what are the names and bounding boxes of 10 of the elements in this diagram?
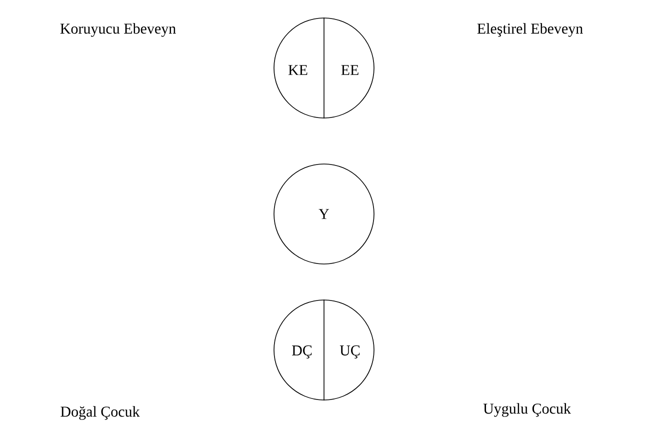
ego-state-label: UÇ	[340, 345, 360, 359]
split-circle	[274, 17, 374, 119]
split-circle	[274, 299, 374, 401]
ego-state-name: Eleştirel Ebeveyn	[477, 23, 583, 37]
ego-state-label: KE	[288, 65, 308, 75]
ego-state-label: DÇ	[292, 345, 312, 359]
ego-state-name: Koruyucu Ebeveyn	[60, 23, 176, 37]
ego-state-label: EE	[341, 65, 358, 75]
ego-state-name: Doğal Çocuk	[60, 406, 140, 420]
ego-state-name: Uygulu Çocuk	[483, 403, 571, 417]
